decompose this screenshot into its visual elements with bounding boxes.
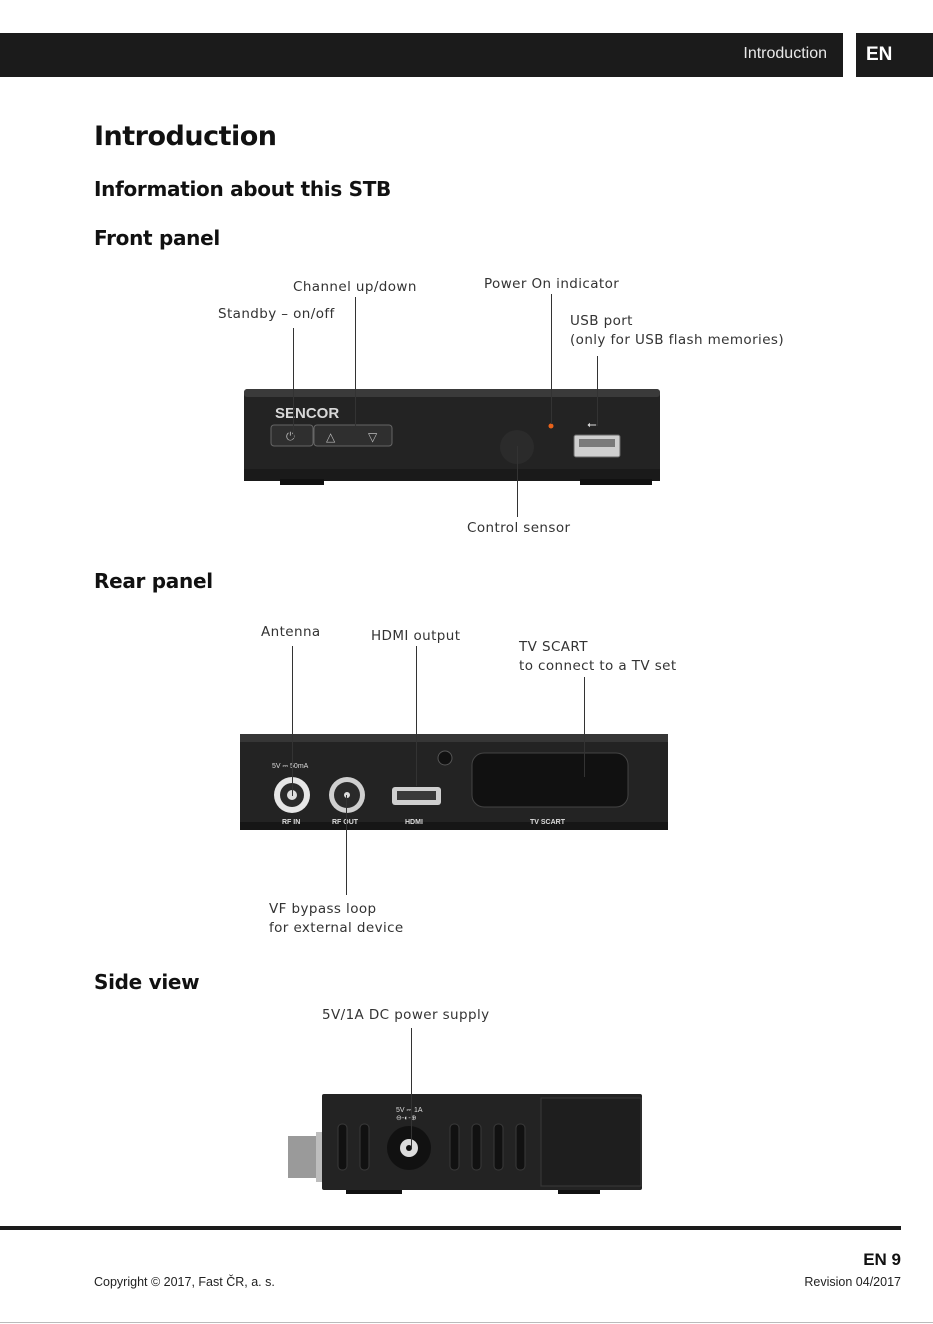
leader-antenna [292, 646, 293, 796]
label-bypass-line1: VF bypass loop [269, 901, 377, 917]
side-view-heading: Side view [94, 970, 200, 994]
footer-rule [0, 1226, 901, 1230]
leader-bypass [346, 795, 347, 895]
label-power-indicator: Power On indicator [484, 276, 620, 292]
label-bypass-line2: for external device [269, 920, 404, 936]
leader-control-sensor [517, 446, 518, 517]
language-badge: EN [856, 33, 933, 77]
scart-port-label: TV SCART [530, 819, 566, 826]
device-brand-logo: SENCOR [275, 405, 339, 422]
front-panel-device: SENCOR ⏻ △ ▽ ⭠ [244, 389, 660, 485]
label-usb-line2: (only for USB flash memories) [570, 332, 785, 348]
power-icon: ⏻ [286, 431, 295, 443]
label-hdmi-output: HDMI output [371, 628, 461, 644]
label-channel: Channel up/down [293, 279, 417, 295]
header-section-title: Introduction [743, 45, 827, 62]
rear-panel-device: 5V ⎓ 50mA RF IN RF OUT HDMI TV SCART [240, 734, 668, 830]
label-antenna: Antenna [261, 624, 321, 640]
dc-rating-text: 5V ⎓ 1A [396, 1107, 423, 1114]
channel-down-icon: ▽ [368, 430, 378, 444]
dc-polarity-icon: ⊖-◐-⊕ [396, 1115, 417, 1122]
leader-hdmi [416, 646, 417, 786]
power-indicator-led [548, 423, 554, 429]
leader-usb [597, 356, 598, 426]
label-usb-line1: USB port [570, 313, 633, 329]
bottom-rule [0, 1322, 933, 1323]
footer-page-number: EN 9 [863, 1250, 901, 1269]
label-scart-line2: to connect to a TV set [519, 658, 677, 674]
front-panel-heading: Front panel [94, 226, 220, 250]
hdmi-port-label: HDMI [405, 819, 423, 826]
leader-power-indicator [551, 294, 552, 424]
rear-panel-heading: Rear panel [94, 569, 213, 593]
leader-scart [584, 677, 585, 777]
leader-standby [293, 328, 294, 438]
leader-channel [355, 297, 356, 426]
side-view-device: 5V ⎓ 1A ⊖-◐-⊕ [288, 1094, 642, 1194]
label-standby: Standby – on/off [218, 306, 335, 322]
label-dc-supply: 5V/1A DC power supply [322, 1007, 490, 1023]
label-control-sensor: Control sensor [467, 520, 571, 536]
footer-copyright: Copyright © 2017, Fast ČR, a. s. [94, 1275, 275, 1289]
page-title: Introduction [94, 121, 277, 152]
footer-revision: Revision 04/2017 [804, 1275, 901, 1289]
usb-icon: ⭠ [587, 417, 597, 431]
rear-power-rating: 5V ⎓ 50mA [272, 763, 309, 770]
channel-up-icon: △ [326, 430, 336, 444]
label-scart-line1: TV SCART [519, 639, 588, 655]
page-subtitle: Information about this STB [94, 177, 392, 201]
rf-out-label: RF OUT [332, 819, 359, 826]
header-bar: Introduction [0, 33, 843, 77]
leader-dc-supply [411, 1028, 412, 1149]
rf-in-label: RF IN [282, 819, 300, 826]
